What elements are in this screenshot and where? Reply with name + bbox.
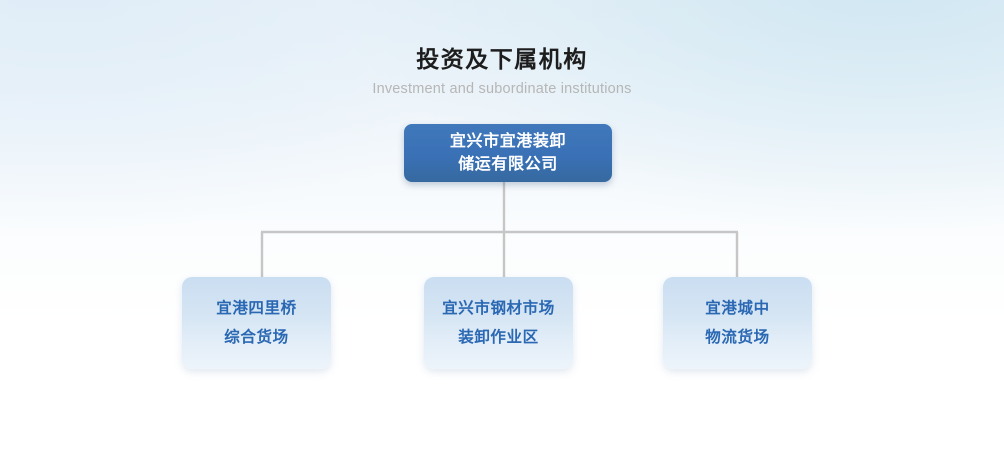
org-node-child-1[interactable]: 宜兴市钢材市场 装卸作业区 (424, 277, 573, 369)
org-node-child-2[interactable]: 宜港城中 物流货场 (663, 277, 812, 369)
org-node-child-2-line2: 物流货场 (705, 329, 770, 346)
org-node-child-1-line1: 宜兴市钢材市场 (442, 300, 555, 317)
org-node-root-line1: 宜兴市宜港装卸 (449, 133, 567, 150)
org-node-root[interactable]: 宜兴市宜港装卸 储运有限公司 (404, 124, 612, 182)
org-node-child-0-line1: 宜港四里桥 (216, 300, 297, 317)
page-title: 投资及下属机构 (416, 46, 588, 72)
org-node-child-0[interactable]: 宜港四里桥 综合货场 (182, 277, 331, 369)
page-subtitle: Investment and subordinate institutions (372, 81, 632, 97)
org-node-child-1-line2: 装卸作业区 (458, 329, 539, 346)
org-node-root-line2: 储运有限公司 (458, 156, 558, 173)
org-node-child-2-line1: 宜港城中 (705, 300, 770, 317)
org-node-child-0-line2: 综合货场 (224, 329, 289, 346)
heading-block: 投资及下属机构 Investment and subordinate insti… (0, 44, 1004, 98)
